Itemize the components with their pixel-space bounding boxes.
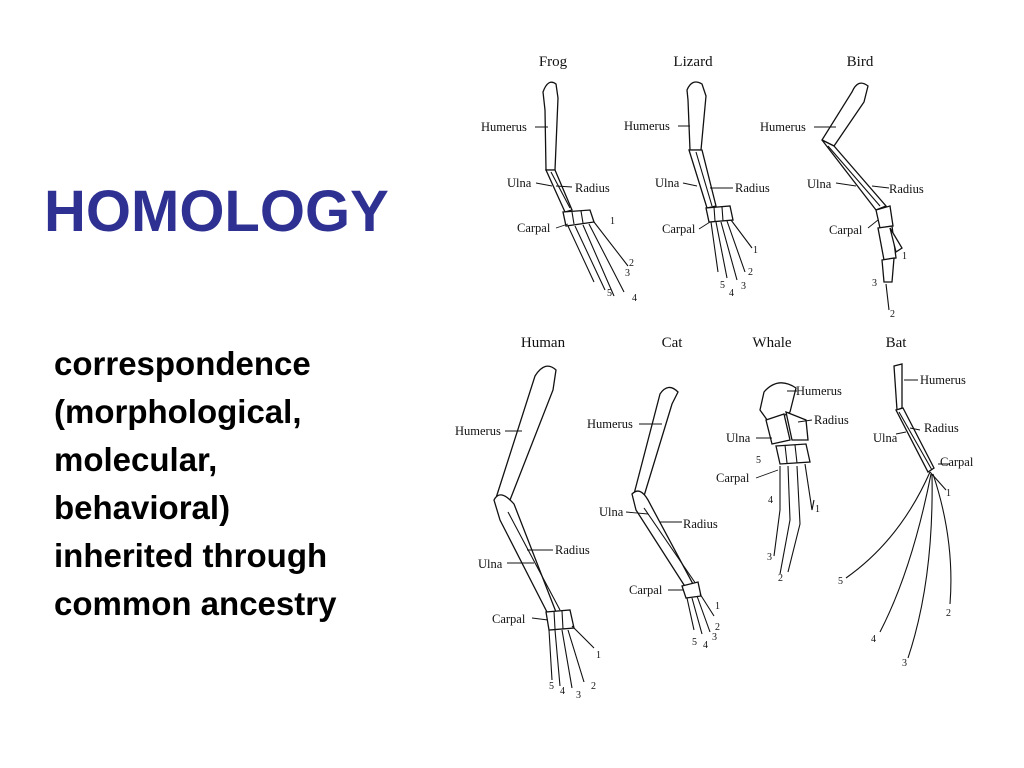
digit-label: 5 [549,681,554,692]
digit-label: 3 [625,268,630,279]
carpal-label: Carpal [662,222,696,236]
ulna-label: Ulna [478,557,503,571]
carpal-label: Carpal [829,223,863,237]
humerus-label: Humerus [481,120,527,134]
humerus-label: Humerus [587,417,633,431]
frog-label: Frog [539,54,568,70]
lizard-limb: Lizard Humerus Ulna Radius Carpal 1 2 3 … [624,54,770,299]
definition-line: molecular, [54,441,218,478]
digit-label: 1 [946,488,951,499]
radius-label: Radius [735,181,770,195]
whale-label: Whale [752,335,791,351]
radius-label: Radius [889,182,924,196]
digit-label: 4 [560,686,565,697]
digit-label: 1 [815,504,820,515]
definition-line: (morphological, [54,393,302,430]
digit-label: 3 [902,658,907,669]
digit-label: 4 [871,634,876,645]
digit-label: 2 [748,267,753,278]
cat-limb: Cat Humerus Ulna Radius Carpal 1 2 3 4 5 [587,335,720,651]
humerus-label: Humerus [624,119,670,133]
radius-label: Radius [924,421,959,435]
digit-label: 4 [729,288,734,299]
definition-text: correspondence (morphological, molecular… [54,340,454,628]
digit-label: 5 [720,280,725,291]
carpal-label: Carpal [716,471,750,485]
ulna-label: Ulna [655,176,680,190]
carpal-label: Carpal [517,221,551,235]
ulna-label: Ulna [873,431,898,445]
bat-limb: Bat Humerus Ulna Radius Carpal 1 2 3 4 5 [838,335,974,669]
radius-label: Radius [555,543,590,557]
definition-line: behavioral) [54,489,231,526]
frog-limb: Frog Humerus Ulna Radius Carpal 1 2 3 4 … [481,54,637,304]
carpal-label: Carpal [940,455,974,469]
digit-label: 1 [596,650,601,661]
digit-label: 2 [946,608,951,619]
digit-label: 5 [838,576,843,587]
digit-label: 2 [778,573,783,584]
ulna-label: Ulna [807,177,832,191]
digit-label: 2 [715,622,720,633]
digit-label: 4 [632,293,637,304]
whale-limb: Whale Humerus Radius Ulna Carpal 1 2 3 4… [716,335,849,584]
bird-label: Bird [847,54,874,70]
digit-label: 4 [768,495,773,506]
ulna-label: Ulna [599,505,624,519]
radius-label: Radius [814,413,849,427]
digit-label: 1 [715,601,720,612]
digit-label: 1 [753,245,758,256]
humerus-label: Humerus [796,384,842,398]
bat-label: Bat [886,335,908,351]
definition-line: correspondence [54,345,311,382]
humerus-label: Humerus [920,373,966,387]
digit-label: 2 [591,681,596,692]
lizard-label: Lizard [673,54,713,70]
digit-label: 1 [610,216,615,227]
humerus-label: Humerus [455,424,501,438]
digit-label: 3 [872,278,877,289]
digit-label: 2 [629,258,634,269]
digit-label: 3 [576,690,581,701]
digit-label: 2 [890,309,895,320]
human-label: Human [521,335,566,351]
digit-label: 3 [741,281,746,292]
carpal-label: Carpal [492,612,526,626]
radius-label: Radius [575,181,610,195]
digit-label: 1 [902,251,907,262]
digit-label: 5 [607,288,612,299]
ulna-label: Ulna [507,176,532,190]
definition-line: inherited through [54,537,328,574]
digit-label: 3 [712,632,717,643]
digit-label: 5 [756,455,761,466]
digit-label: 3 [767,552,772,563]
carpal-label: Carpal [629,583,663,597]
bird-limb: Bird Humerus Ulna Radius Carpal 1 2 3 [760,54,924,320]
digit-label: 5 [692,637,697,648]
human-limb: Human Humerus Ulna Radius Carpal 1 2 3 4… [455,335,601,701]
radius-label: Radius [683,517,718,531]
cat-label: Cat [662,335,684,351]
ulna-label: Ulna [726,431,751,445]
slide-title: HOMOLOGY [44,179,389,244]
digit-label: 4 [703,640,708,651]
humerus-label: Humerus [760,120,806,134]
definition-line: common ancestry [54,585,337,622]
